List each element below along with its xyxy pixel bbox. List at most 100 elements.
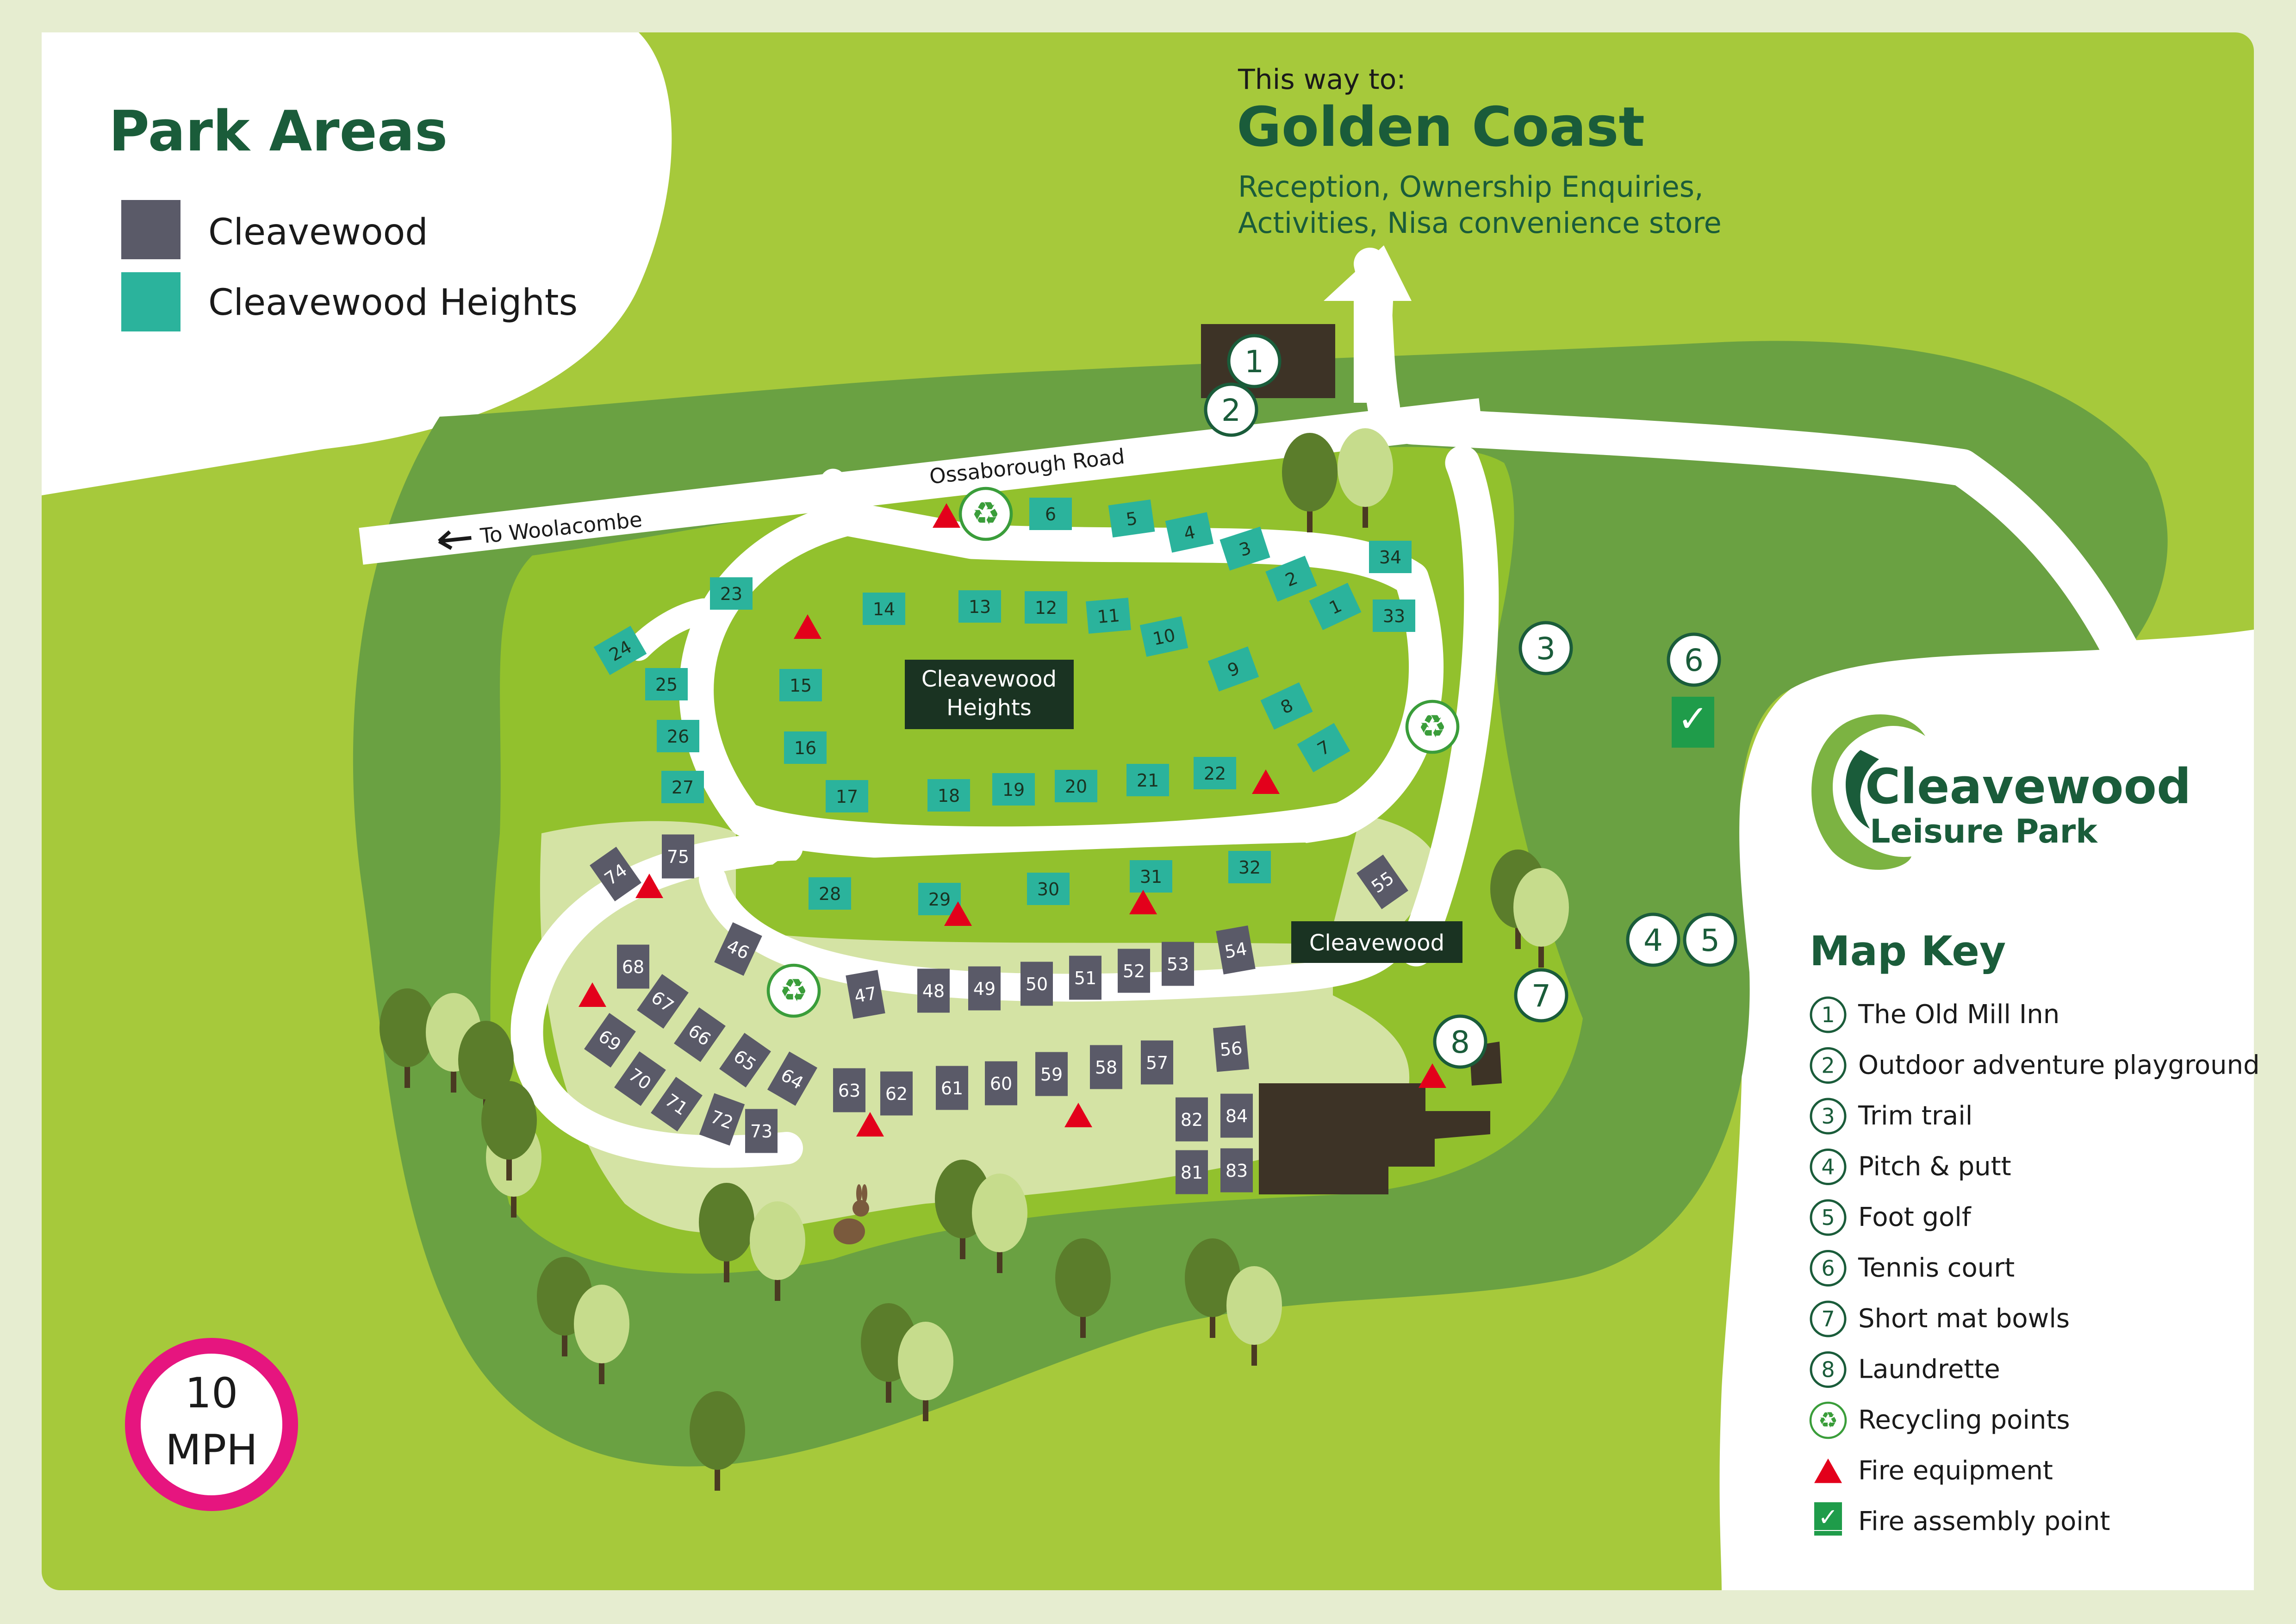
pitch-shape — [1020, 962, 1053, 1006]
fire-icon — [1814, 1458, 1842, 1483]
map-key-number: 3 — [1821, 1104, 1835, 1129]
pitch-number: 73 — [750, 1121, 772, 1142]
destination-line2: Activities, Nisa convenience store — [1238, 206, 1722, 240]
pitch-number: 82 — [1181, 1110, 1203, 1130]
pitch-shape — [1260, 682, 1313, 730]
destination-line1: Reception, Ownership Enquiries, — [1238, 170, 1704, 204]
pitch-shape — [1069, 956, 1101, 1000]
pitch-number: 75 — [667, 847, 689, 867]
pitch-46: 46 — [714, 922, 762, 976]
pitch-70: 70 — [614, 1051, 666, 1106]
fire-icon — [579, 982, 606, 1007]
pitch-number: 26 — [667, 726, 689, 747]
pitch-shape — [1220, 1093, 1253, 1138]
svg-text:8: 8 — [1450, 1024, 1470, 1060]
pitch-83: 83 — [1220, 1148, 1253, 1193]
pitch-16: 16 — [784, 731, 827, 764]
pitch-number: 30 — [1037, 879, 1059, 899]
map-key-label: Outdoor adventure playground — [1858, 1050, 2260, 1081]
pitch-74: 74 — [590, 847, 641, 901]
pitch-number: 56 — [1219, 1038, 1243, 1060]
heights-area-label-line1: Cleavewood — [921, 666, 1057, 692]
recycle-icon: ♻ — [1809, 1401, 1847, 1439]
feature-marker-2: 2 — [1204, 382, 1258, 437]
pitch-number: 50 — [1026, 974, 1048, 994]
pitch-51: 51 — [1069, 956, 1101, 1000]
map-key-number: 5 — [1821, 1205, 1835, 1230]
fire-markers — [579, 503, 1446, 1137]
pitch-17: 17 — [826, 780, 868, 812]
pitch-shape — [1141, 1040, 1173, 1085]
pitch-18: 18 — [927, 779, 970, 812]
map-key-number: 2 — [1821, 1053, 1835, 1078]
tree-icon — [750, 1201, 805, 1301]
logo-line1: Cleavewood — [1865, 758, 2191, 815]
map-key-title: Map Key — [1810, 927, 2006, 975]
pitch-shape — [1029, 498, 1072, 530]
check-icon: ✓ — [1677, 697, 1708, 740]
pitch-number: 13 — [969, 597, 991, 617]
pitch-11: 11 — [1086, 598, 1131, 634]
pitch-shape — [657, 720, 699, 752]
pitch-shape — [662, 834, 694, 879]
map-key-item: 3 Trim trail — [1810, 1098, 1972, 1135]
pitch-number: 20 — [1065, 776, 1087, 797]
pitch-48: 48 — [917, 968, 950, 1013]
pitch-shape — [936, 1066, 968, 1110]
pitch-shape — [584, 1013, 636, 1068]
logo-swirl-icon — [1811, 714, 1925, 870]
pitch-1: 1 — [1309, 582, 1362, 631]
legend-title: Park Areas — [109, 100, 448, 164]
recycle-icon: ♻ — [958, 487, 1013, 541]
svg-text:♻: ♻ — [1818, 1408, 1838, 1433]
pitch-shape — [1369, 541, 1412, 573]
pitch-shape — [1027, 873, 1070, 905]
pitch-number: 15 — [790, 675, 812, 696]
fire-icon — [933, 503, 960, 528]
pitch-12: 12 — [1025, 591, 1067, 624]
pitch-number: 12 — [1035, 598, 1057, 618]
pitch-number: 49 — [973, 979, 996, 999]
tree-icon — [690, 1391, 745, 1491]
pitch-66: 66 — [674, 1007, 726, 1062]
laundrette-building — [1259, 1083, 1490, 1194]
pitch-number: 53 — [1167, 954, 1189, 974]
map-key-label: The Old Mill Inn — [1858, 999, 2060, 1030]
fire-icon — [635, 874, 663, 898]
pitch-shape — [645, 668, 688, 700]
pitch-number: 84 — [1226, 1106, 1248, 1126]
pitch-54: 54 — [1216, 925, 1256, 974]
pitch-33: 33 — [1373, 600, 1415, 632]
pitch-number: 60 — [990, 1074, 1012, 1094]
fire-icon — [1252, 769, 1280, 794]
pitch-21: 21 — [1126, 764, 1169, 796]
pitch-shape — [958, 590, 1001, 623]
pitch-shape — [927, 779, 970, 812]
direction-arrow-icon — [1324, 245, 1412, 403]
road-network — [359, 248, 2138, 1168]
pitch-shape — [833, 1068, 865, 1112]
map-key-label: Tennis court — [1858, 1253, 2015, 1283]
feature-marker-8: 8 — [1433, 1014, 1487, 1069]
pitch-number: 18 — [938, 786, 960, 806]
pitch-52: 52 — [1118, 949, 1150, 993]
pitch-shape — [593, 625, 647, 675]
pitch-number: 81 — [1181, 1162, 1203, 1183]
pitch-22: 22 — [1194, 757, 1236, 789]
pitch-56: 56 — [1213, 1025, 1250, 1072]
recycle-icon: ♻ — [1405, 700, 1460, 754]
map-key-label: Trim trail — [1858, 1101, 1972, 1131]
pitch-24: 24 — [593, 625, 647, 675]
map-key-item: 2 Outdoor adventure playground — [1810, 1047, 2260, 1084]
cleavewood-area-label: Cleavewood — [1309, 930, 1444, 956]
svg-text:6: 6 — [1684, 643, 1704, 678]
pitch-63: 63 — [833, 1068, 865, 1112]
pitch-number: 6 — [1045, 504, 1056, 525]
